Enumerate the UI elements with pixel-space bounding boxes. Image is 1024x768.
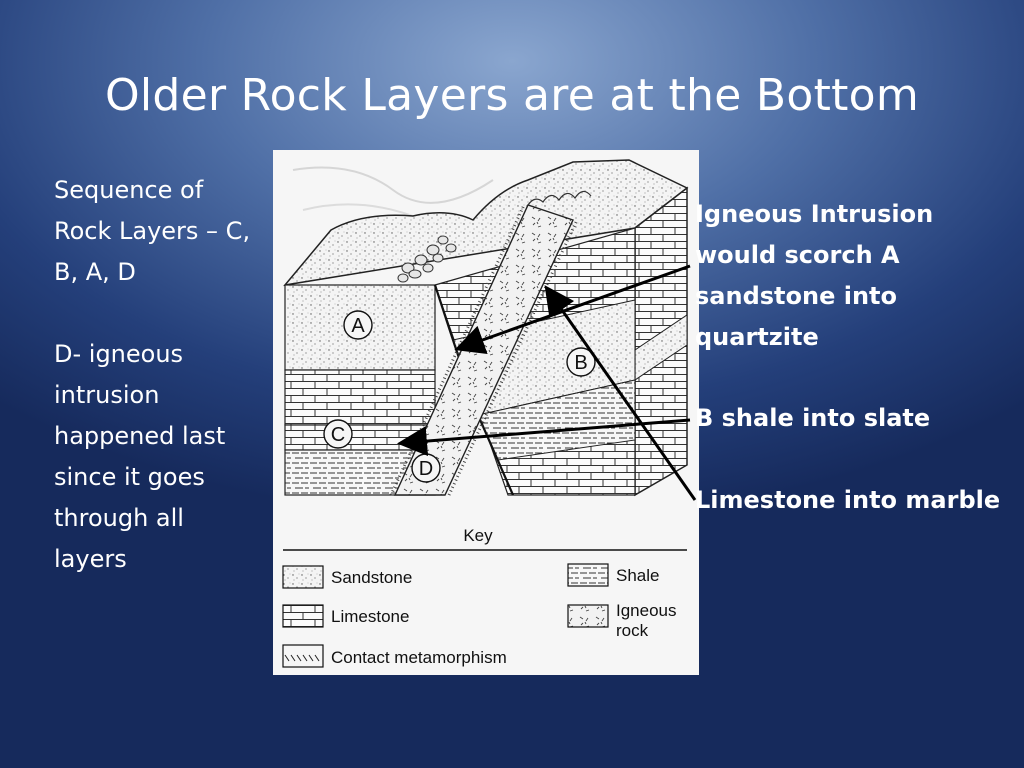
key-title: Key <box>463 526 493 545</box>
explanation-text: D- igneous intrusion happened last since… <box>54 340 226 573</box>
annotation-limestone: Limestone into marble <box>695 486 1001 514</box>
label-d: D <box>411 453 441 483</box>
rock-layers-diagram: A B C D Key Sandstone Limestone Contact … <box>273 150 699 675</box>
key-contact: Contact metamorphism <box>282 644 507 668</box>
key-sandstone: Sandstone <box>282 565 412 589</box>
key-limestone: Limestone <box>282 604 409 628</box>
svg-text:D: D <box>419 458 433 480</box>
slide-title: Older Rock Layers are at the Bottom <box>104 70 920 121</box>
svg-text:A: A <box>351 315 365 337</box>
label-c: C <box>323 419 353 449</box>
svg-text:Sandstone: Sandstone <box>331 568 412 587</box>
svg-text:Contact metamorphism: Contact metamorphism <box>331 648 507 667</box>
svg-text:B: B <box>574 352 587 374</box>
key-shale: Shale <box>567 563 659 587</box>
left-text-block: Sequence of Rock Layers – C, B, A, D D- … <box>54 170 264 580</box>
label-a: A <box>343 310 373 340</box>
svg-text:Shale: Shale <box>616 566 659 585</box>
annotation-igneous: Igneous Intrusion would scorch A sandsto… <box>695 200 934 351</box>
sequence-text: Sequence of Rock Layers – C, B, A, D <box>54 176 251 286</box>
annotation-shale: B shale into slate <box>695 404 931 432</box>
label-b: B <box>566 347 596 377</box>
svg-text:Limestone: Limestone <box>331 607 409 626</box>
key-igneous: Igneous rock <box>567 601 677 640</box>
key-igneous-label: Igneous rock <box>616 601 677 640</box>
top-surface <box>283 159 689 287</box>
rubble <box>397 235 457 283</box>
svg-text:C: C <box>331 424 345 446</box>
